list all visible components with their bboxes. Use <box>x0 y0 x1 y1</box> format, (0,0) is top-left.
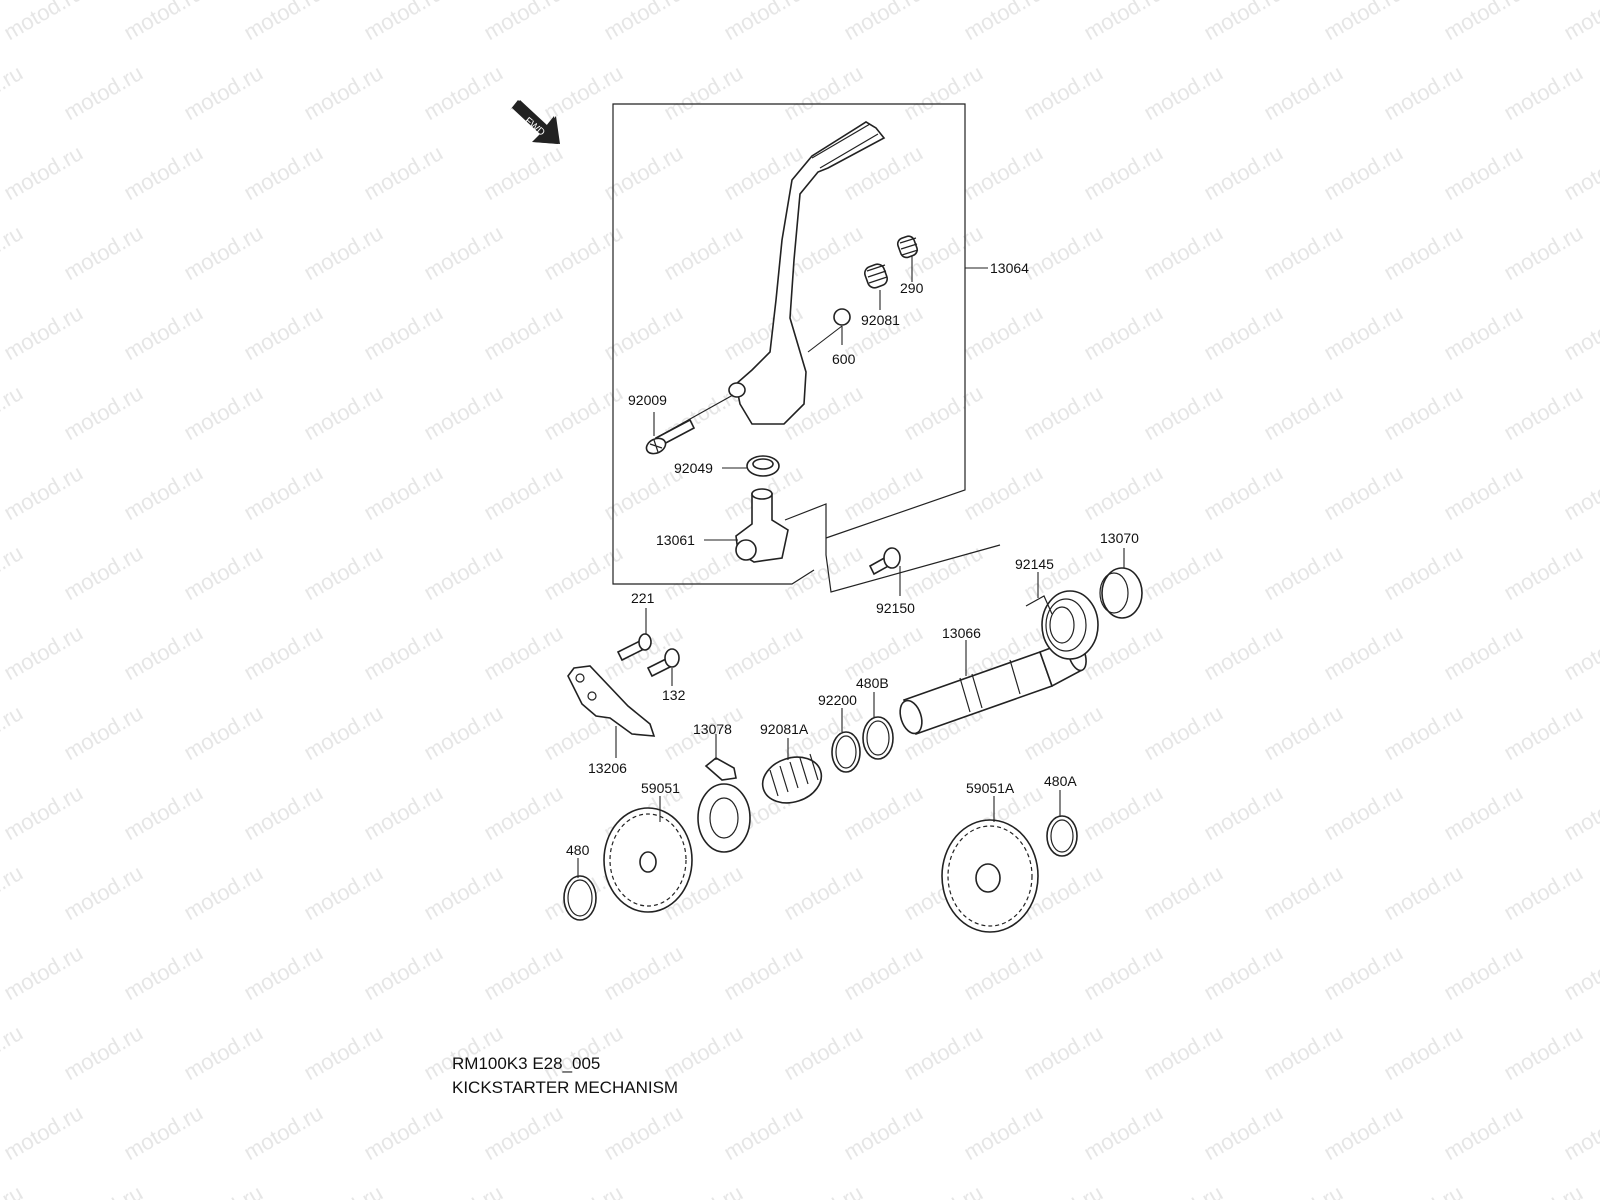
ball-600 <box>833 308 851 326</box>
label-13078: 13078 <box>693 721 732 737</box>
label-92150: 92150 <box>876 600 915 616</box>
plate-13206 <box>567 665 656 737</box>
part-labels: 13064 290 92081 600 92009 92049 13061 92… <box>566 260 1139 858</box>
gear-59051A <box>941 819 1039 933</box>
assembly-bracket-break <box>784 503 1001 593</box>
assembly-bracket <box>612 103 966 585</box>
bolt-221 <box>616 633 652 662</box>
label-59051: 59051 <box>641 780 680 796</box>
label-13066: 13066 <box>942 625 981 641</box>
label-13061: 13061 <box>656 532 695 548</box>
label-92081A: 92081A <box>760 721 809 737</box>
circlip-480B <box>862 716 894 760</box>
boss-13061 <box>735 488 789 563</box>
label-13064: 13064 <box>990 260 1029 276</box>
label-480A: 480A <box>1044 773 1077 789</box>
fwd-arrow-icon <box>510 100 560 144</box>
leader-lines <box>577 256 1125 878</box>
spring-92145 <box>1025 590 1099 660</box>
label-92049: 92049 <box>674 460 713 476</box>
circlip-480A <box>1046 815 1078 857</box>
label-221: 221 <box>631 590 655 606</box>
label-92009: 92009 <box>628 392 667 408</box>
circlip-480 <box>563 875 597 921</box>
spring-290 <box>896 235 919 259</box>
label-92200: 92200 <box>818 692 857 708</box>
ratchet-13078 <box>697 757 751 853</box>
washer-92200 <box>831 731 861 773</box>
label-600: 600 <box>832 351 856 367</box>
model-code: RM100K3 E28_005 <box>452 1054 601 1073</box>
bolt-132 <box>646 648 680 678</box>
label-13070: 13070 <box>1100 530 1139 546</box>
spring-92081 <box>864 263 888 289</box>
bolt-92150 <box>868 547 901 576</box>
label-480B: 480B <box>856 675 889 691</box>
washer-92049 <box>746 455 780 477</box>
spring-92081A <box>761 753 823 804</box>
bolt-92009 <box>645 418 696 455</box>
diagram-title: KICKSTARTER MECHANISM <box>452 1078 679 1097</box>
label-480: 480 <box>566 842 590 858</box>
label-13206: 13206 <box>588 760 627 776</box>
label-290: 290 <box>900 280 924 296</box>
label-92081: 92081 <box>861 312 900 328</box>
label-59051A: 59051A <box>966 780 1015 796</box>
label-132: 132 <box>662 687 686 703</box>
gear-59051 <box>603 807 693 913</box>
guide-13070 <box>1099 567 1143 619</box>
label-92145: 92145 <box>1015 556 1054 572</box>
kick-lever <box>728 121 886 425</box>
